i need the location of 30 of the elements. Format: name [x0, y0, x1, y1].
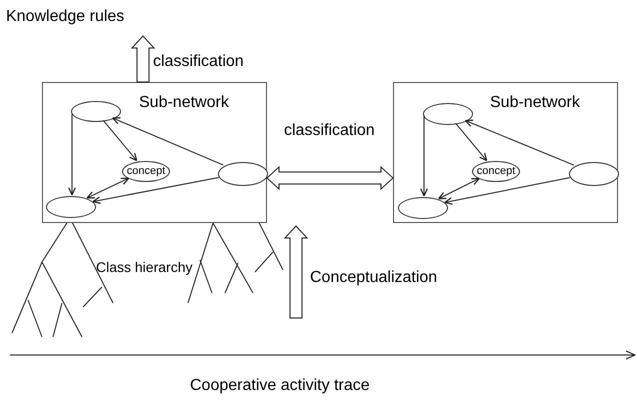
arrow [444, 177, 570, 205]
ellipse-node [71, 101, 121, 122]
arrow [102, 120, 138, 162]
ellipse-node [423, 103, 473, 125]
caption-text: Conceptualization [310, 268, 438, 288]
ellipse-node [218, 162, 268, 186]
box-heading: Sub-network [139, 93, 229, 113]
arrow [455, 122, 488, 162]
ellipse-node [46, 196, 96, 218]
ellipse-node [569, 162, 619, 186]
ellipse-node [398, 197, 448, 219]
arrow [438, 178, 480, 200]
box-heading: Sub-network [490, 93, 580, 113]
hollow-arrow [130, 35, 156, 82]
arrow [86, 178, 130, 199]
concept-ellipse [122, 161, 170, 182]
node-label: concept [126, 166, 166, 177]
arrow [68, 114, 76, 196]
sub-network-box [42, 82, 267, 223]
sub-network-box [393, 82, 618, 223]
caption-text: Cooperative activity trace [190, 376, 370, 396]
node-label: concept [476, 166, 516, 177]
caption-text: Class hierarchy [96, 258, 192, 277]
arrow [464, 120, 574, 166]
arrow [92, 176, 220, 204]
hollow-arrow [266, 166, 394, 190]
arrow [112, 117, 224, 166]
result-text: Knowledge rules [6, 6, 146, 28]
concept-ellipse [472, 161, 520, 182]
arrow [420, 114, 428, 197]
